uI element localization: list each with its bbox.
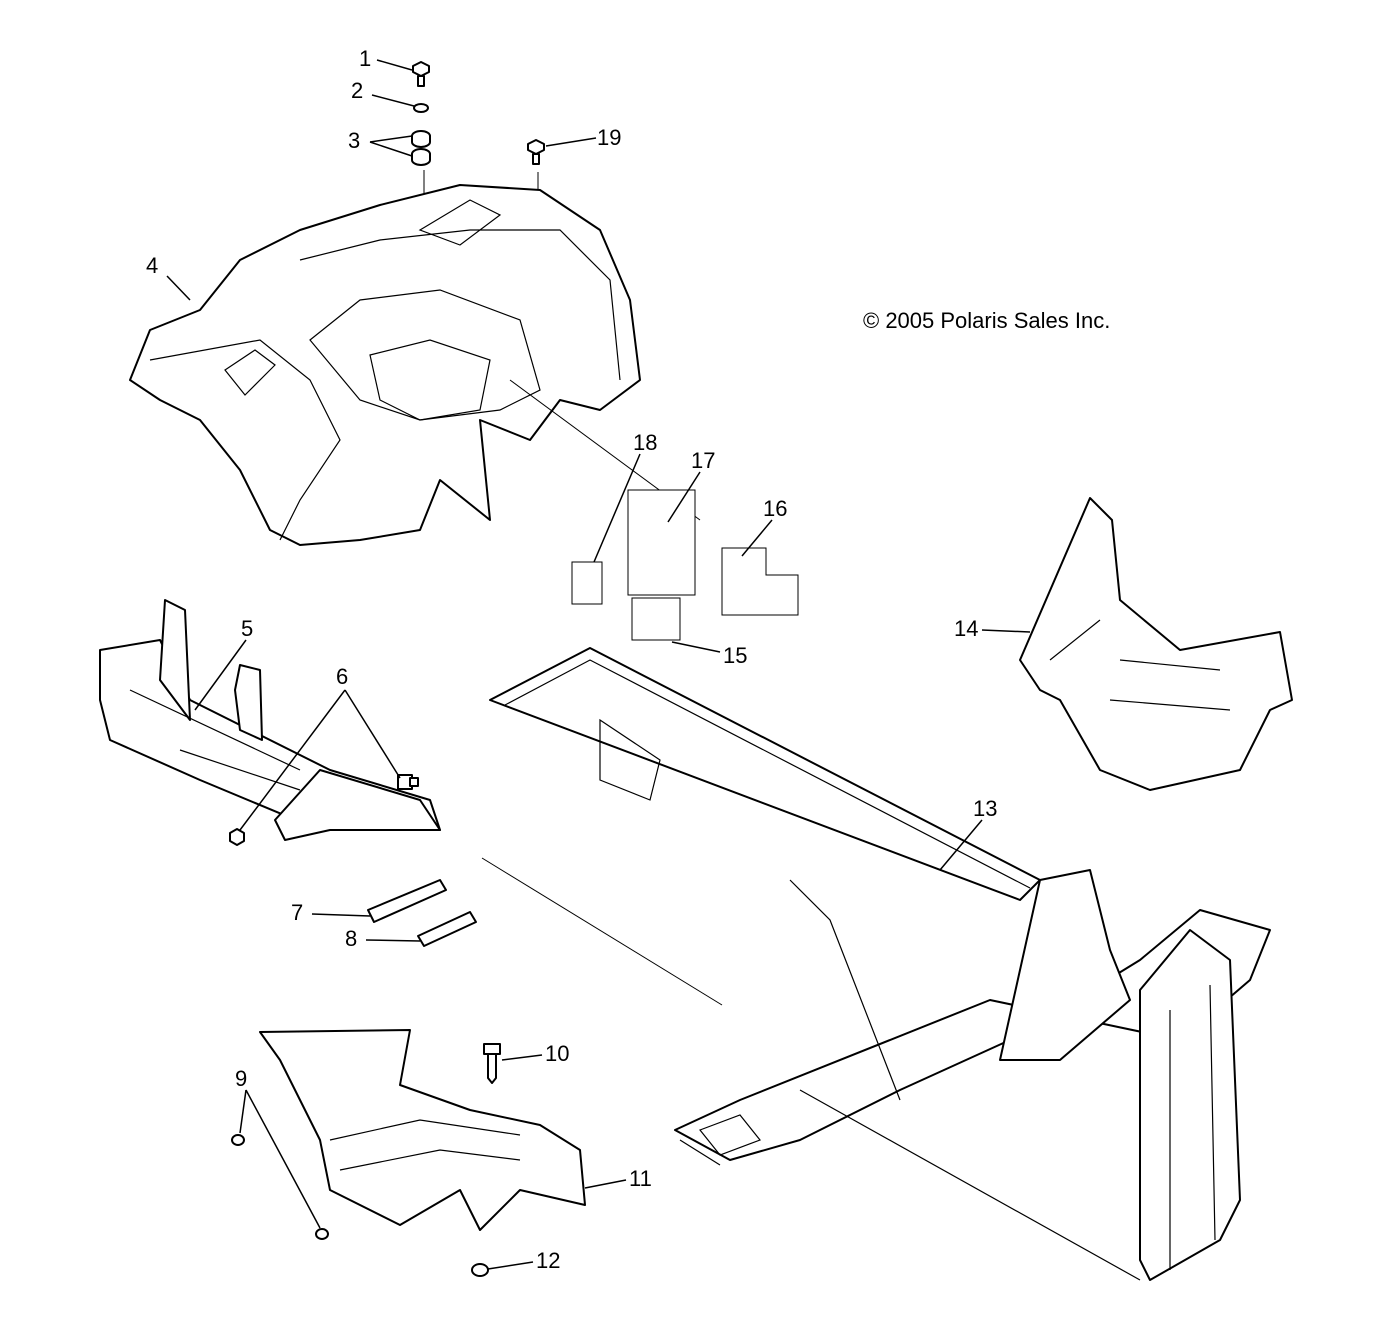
- decal-18: [571, 561, 603, 605]
- footwell-11: [259, 1029, 586, 1231]
- bolt-19: [527, 139, 545, 165]
- callout-8: 8: [345, 926, 357, 951]
- decal-15: [631, 597, 681, 641]
- bolt-10: [483, 1043, 501, 1084]
- rivet-9b: [315, 1228, 329, 1240]
- leader-lines: [166, 59, 1031, 1270]
- callout-5: 5: [241, 616, 253, 641]
- bolt-6b: [229, 828, 245, 846]
- callout-3: 3: [348, 128, 360, 153]
- nut-12: [471, 1263, 489, 1277]
- footwell-14: [1019, 497, 1293, 791]
- frame-13: [489, 647, 1271, 1281]
- callout-16: 16: [763, 496, 787, 521]
- callout-13: 13: [973, 796, 997, 821]
- callout-18: 18: [633, 430, 657, 455]
- callout-4: 4: [146, 253, 158, 278]
- decal-17: [627, 489, 696, 596]
- pad-8: [417, 911, 477, 947]
- pad-7: [367, 879, 447, 923]
- bushings-3: [411, 130, 431, 166]
- bracket-5: [99, 599, 441, 841]
- rear-fender-4: [129, 184, 641, 546]
- callout-7: 7: [291, 900, 303, 925]
- bolt-1: [412, 61, 430, 87]
- callout-15: 15: [723, 643, 747, 668]
- callout-6: 6: [336, 664, 348, 689]
- callout-12: 12: [536, 1248, 560, 1273]
- rivet-9a: [231, 1134, 245, 1146]
- callout-2: 2: [351, 78, 363, 103]
- callout-17: 17: [691, 448, 715, 473]
- washer-2: [413, 103, 429, 113]
- callout-1: 1: [359, 46, 371, 71]
- decal-16: [721, 547, 799, 616]
- bolt-6a: [397, 774, 419, 790]
- copyright-notice: © 2005 Polaris Sales Inc.: [863, 308, 1110, 333]
- callout-10: 10: [545, 1041, 569, 1066]
- callout-19: 19: [597, 125, 621, 150]
- callout-11: 11: [629, 1166, 652, 1191]
- callout-14: 14: [954, 616, 978, 641]
- callout-9: 9: [235, 1066, 247, 1091]
